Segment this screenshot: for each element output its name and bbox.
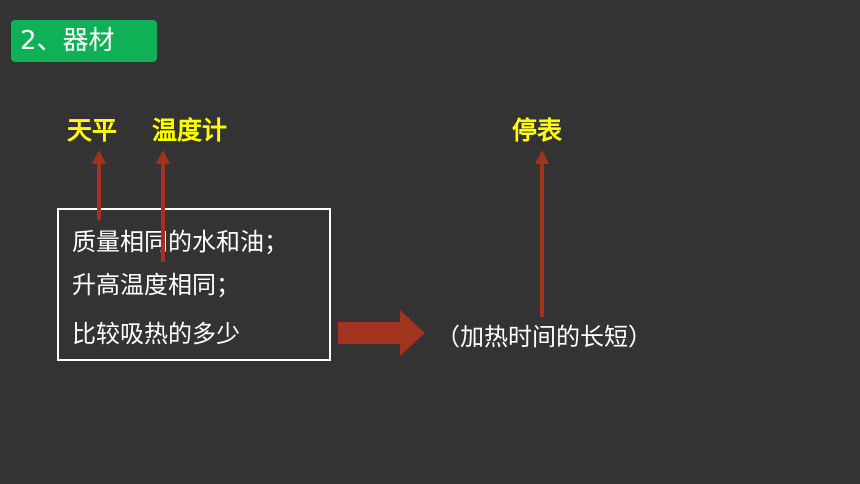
condition-mass: 质量相同的水和油； [72,228,288,256]
arrow-to-stopwatch [535,150,549,317]
condition-temperature: 升高温度相同； [72,271,240,299]
heating-time-note: （加热时间的长短） [436,323,652,351]
condition-heat: 比较吸热的多少 [72,320,240,348]
conditions-box [57,208,331,361]
balance-label: 天平 [67,116,118,145]
section-title: 2、器材 [11,20,157,62]
arrow-to-balance [92,150,106,220]
arrow-to-thermometer [156,150,170,262]
block-right-arrow [338,310,425,356]
stopwatch-label: 停表 [512,116,563,145]
thermometer-label: 温度计 [152,116,228,145]
